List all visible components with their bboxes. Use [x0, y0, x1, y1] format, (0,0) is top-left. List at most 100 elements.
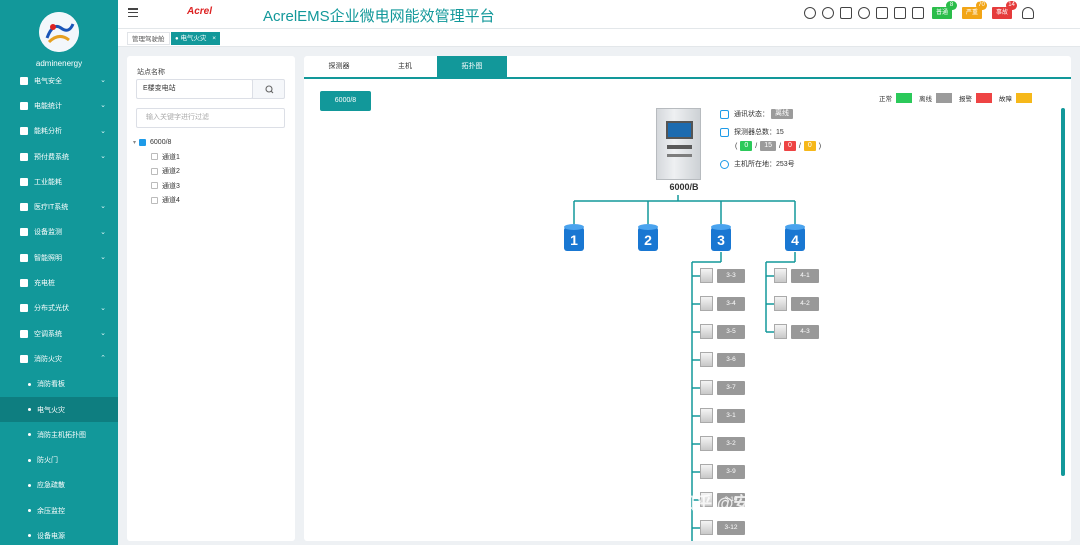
sidebar-item-2[interactable]: 电能统计⌄	[0, 93, 118, 118]
sidebar-item-9[interactable]: 充电桩	[0, 270, 118, 295]
detector-node[interactable]: 3-2	[700, 436, 745, 451]
search-icon[interactable]	[822, 7, 834, 19]
detector-device-icon	[700, 464, 713, 479]
tree-child-checkbox[interactable]	[151, 196, 158, 204]
status-legend: 正常离线报警故障	[879, 93, 1039, 103]
detector-node[interactable]: 3-6	[700, 352, 745, 367]
menu-toggle-icon[interactable]	[128, 8, 138, 18]
tree-root-checkbox[interactable]	[139, 138, 147, 146]
tab-bar: 管理驾驶舱 ● 电气火灾 ×	[118, 29, 1080, 47]
detector-node[interactable]: 3-9	[700, 464, 745, 479]
sidebar-item-12[interactable]: 消防火灾⌃	[0, 346, 118, 371]
sidebar-item-3[interactable]: 能耗分析⌄	[0, 119, 118, 144]
sidebar-subitem-6[interactable]: 余压监控	[0, 498, 118, 523]
detector-node[interactable]: 3-4	[700, 296, 745, 311]
app-title: AcrelEMS企业微电网能效管理平台	[263, 8, 495, 25]
bus-node[interactable]: 2	[638, 224, 658, 251]
tree-child-checkbox[interactable]	[151, 182, 158, 190]
tree-root-label: 6000/8	[150, 138, 172, 146]
help-icon[interactable]	[804, 7, 816, 19]
tree-child-checkbox[interactable]	[151, 153, 158, 161]
sidebar-item-10[interactable]: 分布式光伏⌄	[0, 296, 118, 321]
detector-label: 3-9	[717, 464, 745, 479]
caret-down-icon[interactable]: ▾	[133, 139, 137, 146]
sidebar-subitem-4[interactable]: 防火门	[0, 447, 118, 472]
vertical-scrollbar[interactable]	[1061, 108, 1065, 476]
tab-detector[interactable]: 探测器	[328, 63, 350, 70]
legend-label: 离线	[919, 96, 932, 103]
detector-label: 4-1	[791, 268, 819, 283]
topology-lines	[573, 195, 796, 541]
sidebar-item-1[interactable]: 电气安全⌄	[0, 68, 118, 93]
detector-node[interactable]: 4-2	[774, 296, 819, 311]
bus-node[interactable]: 1	[564, 224, 584, 251]
sidebar-subitem-label: 消防主机拓扑图	[37, 431, 86, 439]
sidebar-item-label: 预付费系统	[34, 153, 69, 161]
tree-child[interactable]: 通道1	[133, 150, 180, 165]
detector-node[interactable]: 3-3	[700, 268, 745, 283]
watermark: 公众号 · 知乎 @安科瑞李婧婧	[612, 494, 836, 513]
paren-open: (	[735, 142, 738, 150]
sidebar-subitem-2[interactable]: 电气火灾	[0, 396, 118, 423]
detector-node[interactable]: 3-1	[700, 408, 745, 423]
sidebar-item-7[interactable]: 设备监测⌄	[0, 220, 118, 245]
tree-child[interactable]: 通道4	[133, 193, 180, 208]
bullet-icon	[28, 509, 31, 513]
bus-node[interactable]: 3	[711, 224, 731, 251]
detector-total-value: 15	[776, 128, 784, 136]
detector-node[interactable]: 3-10	[700, 492, 745, 507]
server-icon	[720, 109, 729, 119]
sidebar-item-8[interactable]: 智能照明⌄	[0, 245, 118, 270]
avatar[interactable]	[39, 12, 79, 52]
detector-node[interactable]: 4-3	[774, 324, 819, 339]
sidebar-item-4[interactable]: 预付费系统 ⌄	[0, 144, 118, 169]
legend-item: 离线	[919, 93, 952, 103]
host-node-button[interactable]: 6000/8	[320, 91, 371, 111]
refresh-icon[interactable]	[858, 7, 870, 19]
sidebar-item-5[interactable]: 工业能耗	[0, 169, 118, 194]
search-icon	[265, 85, 274, 94]
detector-node[interactable]: 4-1	[774, 268, 819, 283]
bus-node[interactable]: 4	[785, 224, 805, 251]
tree-child-checkbox[interactable]	[151, 167, 158, 175]
detector-node[interactable]: 3-7	[700, 380, 745, 395]
legend-swatch	[896, 93, 912, 103]
font-size-icon[interactable]	[912, 7, 924, 19]
sidebar-subitem-label: 设备电源	[37, 532, 65, 540]
filter-input[interactable]: 输入关键字进行过滤	[136, 108, 285, 128]
alarm-badge-count: 8	[946, 1, 958, 10]
tree-root[interactable]: ▾ 6000/8	[133, 135, 180, 150]
sidebar-subitem-3[interactable]: 消防主机拓扑图	[0, 422, 118, 447]
sidebar-subitem-5[interactable]: 应急疏散	[0, 473, 118, 498]
tree-child[interactable]: 通道2	[133, 164, 180, 179]
volume-icon[interactable]	[840, 7, 852, 19]
tab-topology[interactable]: 拓扑图	[437, 56, 507, 77]
sidebar-subitem-7[interactable]: 设备电源	[0, 523, 118, 545]
theme-icon[interactable]	[894, 7, 906, 19]
sidebar-item-label: 设备监测	[34, 229, 62, 237]
detector-node[interactable]: 3-5	[700, 324, 745, 339]
tab-electrical-fire[interactable]: ● 电气火灾 ×	[171, 32, 221, 45]
tab-host[interactable]: 主机	[398, 63, 412, 70]
chevron-down-icon: ⌄	[100, 152, 106, 160]
tab-home[interactable]: 管理驾驶舱	[127, 32, 170, 45]
site-search-button[interactable]	[252, 79, 285, 99]
site-select[interactable]: E楼变电站	[136, 79, 253, 99]
fullscreen-icon[interactable]	[876, 7, 888, 19]
user-icon[interactable]	[1022, 7, 1035, 19]
sidebar-item-6[interactable]: 医疗IT系统⌄	[0, 194, 118, 219]
tab-close-icon[interactable]: ×	[212, 35, 217, 42]
location-row: 主机所在地： 253号	[720, 157, 822, 171]
tree-child[interactable]: 通道3	[133, 179, 180, 194]
fire-host-device-icon[interactable]	[656, 108, 701, 180]
detector-node[interactable]: 3-12	[700, 520, 745, 535]
host-info: 通讯状态： 离线 探测器总数： 15 (0/15/0/0) 主机所在地： 253…	[720, 107, 822, 175]
sidebar-item-11[interactable]: 空调系统⌄	[0, 321, 118, 346]
detector-device-icon	[700, 520, 713, 535]
sidebar-subitem-label: 余压监控	[37, 507, 65, 515]
sidebar-subitem-1[interactable]: 消防看板	[0, 372, 118, 397]
